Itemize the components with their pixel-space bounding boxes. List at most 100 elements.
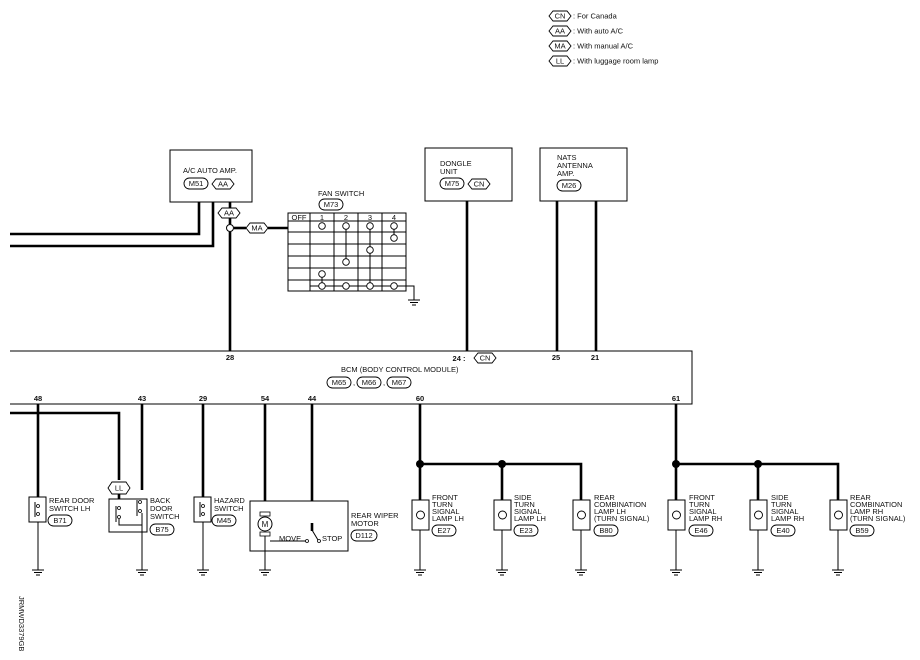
connector-separator: , [383, 378, 385, 387]
connector-label: E27 [437, 526, 450, 535]
component-label: FRONT [432, 493, 458, 502]
component-label: TURN [689, 500, 710, 509]
connector-label: B80 [599, 526, 612, 535]
option-tag: AA [224, 209, 234, 218]
pin-label: 54 [261, 394, 270, 403]
fan-switch: FAN SWITCH M73 OFF 1 2 3 4 [287, 189, 420, 306]
component-label: SIGNAL [771, 507, 799, 516]
nats-label: ANTENNA [557, 161, 593, 170]
component-label: REAR DOOR [49, 496, 95, 505]
component-label: REAR WIPER [351, 511, 399, 520]
component-label: DOOR [150, 504, 173, 513]
legend-code: LL [556, 57, 564, 66]
legend-code: AA [555, 27, 565, 36]
legend-code: CN [555, 12, 566, 21]
pin-label: 43 [138, 394, 146, 403]
fan-header: 1 [320, 213, 324, 222]
option-tag: AA [218, 180, 228, 189]
component-label: SWITCH LH [49, 504, 90, 513]
option-tag: MA [251, 224, 262, 233]
option-tag: LL [115, 484, 123, 493]
connector-label: M51 [189, 179, 204, 188]
connector-label: B59 [855, 526, 868, 535]
ac-amp-wires [10, 202, 215, 248]
connector-label: M67 [392, 378, 407, 387]
pin-label: 29 [199, 394, 207, 403]
legend: CN : For Canada AA : With auto A/C MA : … [548, 10, 658, 67]
pin-label: 21 [591, 353, 599, 362]
component-label: HAZARD [214, 496, 245, 505]
fan-header: 4 [392, 213, 396, 222]
connector-label: B71 [53, 516, 66, 525]
component-label: LAMP RH [689, 514, 722, 523]
ac-auto-amp: A/C AUTO AMP. M51 AA [169, 149, 253, 203]
pin-label: 28 [226, 353, 234, 362]
component-label: REAR [594, 493, 615, 502]
connector-label: D112 [355, 531, 372, 540]
connector-label: M45 [217, 516, 232, 525]
connector-label: M73 [324, 200, 339, 209]
option-tag: CN [480, 354, 491, 363]
ground-icon [496, 569, 508, 576]
pin-label: 61 [672, 394, 680, 403]
component-label: SWITCH [214, 504, 244, 513]
connector-label: M66 [362, 378, 377, 387]
connector-label: M75 [445, 179, 460, 188]
bulb-icon [834, 510, 843, 520]
bulb-icon [416, 510, 425, 520]
connector-label: B75 [155, 525, 168, 534]
connector-label: M65 [332, 378, 347, 387]
side-turn-signal-lamp-lh: SIDE TURN SIGNAL LAMP LH E23 [493, 493, 546, 576]
component-label: LAMP RH [850, 507, 883, 516]
fan-switch-label: FAN SWITCH [318, 189, 364, 198]
bulb-icon [754, 510, 763, 520]
component-label: SIDE [514, 493, 532, 502]
pin-label: 48 [34, 394, 42, 403]
ground-icon [259, 569, 271, 576]
ground-icon [670, 569, 682, 576]
ground-icon [197, 569, 209, 576]
component-label: LAMP LH [594, 507, 626, 516]
hazard-switch: HAZARD SWITCH M45 [193, 496, 245, 576]
component-label: FRONT [689, 493, 715, 502]
bulb-icon [672, 510, 681, 520]
pin-label: 24 : [453, 354, 466, 363]
connector-label: E46 [694, 526, 707, 535]
legend-text: : With luggage room lamp [573, 57, 658, 66]
component-label: TURN [514, 500, 535, 509]
component-label: LAMP RH [771, 514, 804, 523]
connector-label: E40 [776, 526, 789, 535]
fan-header: OFF [292, 213, 307, 222]
rear-combination-lamp-lh: REAR COMBINATION LAMP LH (TURN SIGNAL) B… [572, 493, 650, 576]
bulb-icon [577, 510, 586, 520]
legend-item-cn: CN : For Canada [548, 10, 618, 22]
ground-icon [832, 569, 844, 576]
ac-amp-label: A/C AUTO AMP. [183, 166, 237, 175]
front-turn-signal-lamp-rh: FRONT TURN SIGNAL LAMP RH E46 [667, 493, 722, 576]
component-label: SIGNAL [689, 507, 717, 516]
legend-text: : With auto A/C [573, 27, 624, 36]
rear-wiper-motor: M MOVE STOP REAR WIPER MOTOR D112 [249, 500, 399, 576]
motor-icon: M [257, 511, 273, 537]
bcm-output-wires [10, 404, 840, 530]
dongle-label: DONGLE [440, 159, 472, 168]
back-door-switch: LL BACK DOOR SWITCH B75 [107, 481, 180, 576]
component-label: REAR [850, 493, 871, 502]
option-tag: CN [474, 180, 485, 189]
component-label: LAMP LH [514, 514, 546, 523]
nats-label: AMP. [557, 169, 574, 178]
component-label: (TURN SIGNAL) [850, 514, 906, 523]
component-label: SIGNAL [514, 507, 542, 516]
legend-text: : For Canada [573, 12, 618, 21]
ground-icon [414, 569, 426, 576]
pin-label: 25 [552, 353, 560, 362]
bcm-label: BCM (BODY CONTROL MODULE) [341, 365, 459, 374]
legend-text: : With manual A/C [573, 42, 634, 51]
ground-icon [136, 569, 148, 576]
dongle-unit: DONGLE UNIT M75 CN [424, 147, 513, 351]
stop-label: STOP [322, 534, 342, 543]
nats-antenna-amp: NATS ANTENNA AMP. M26 [539, 147, 628, 351]
component-label: (TURN SIGNAL) [594, 514, 650, 523]
rear-combination-lamp-rh: REAR COMBINATION LAMP RH (TURN SIGNAL) B… [829, 493, 906, 576]
